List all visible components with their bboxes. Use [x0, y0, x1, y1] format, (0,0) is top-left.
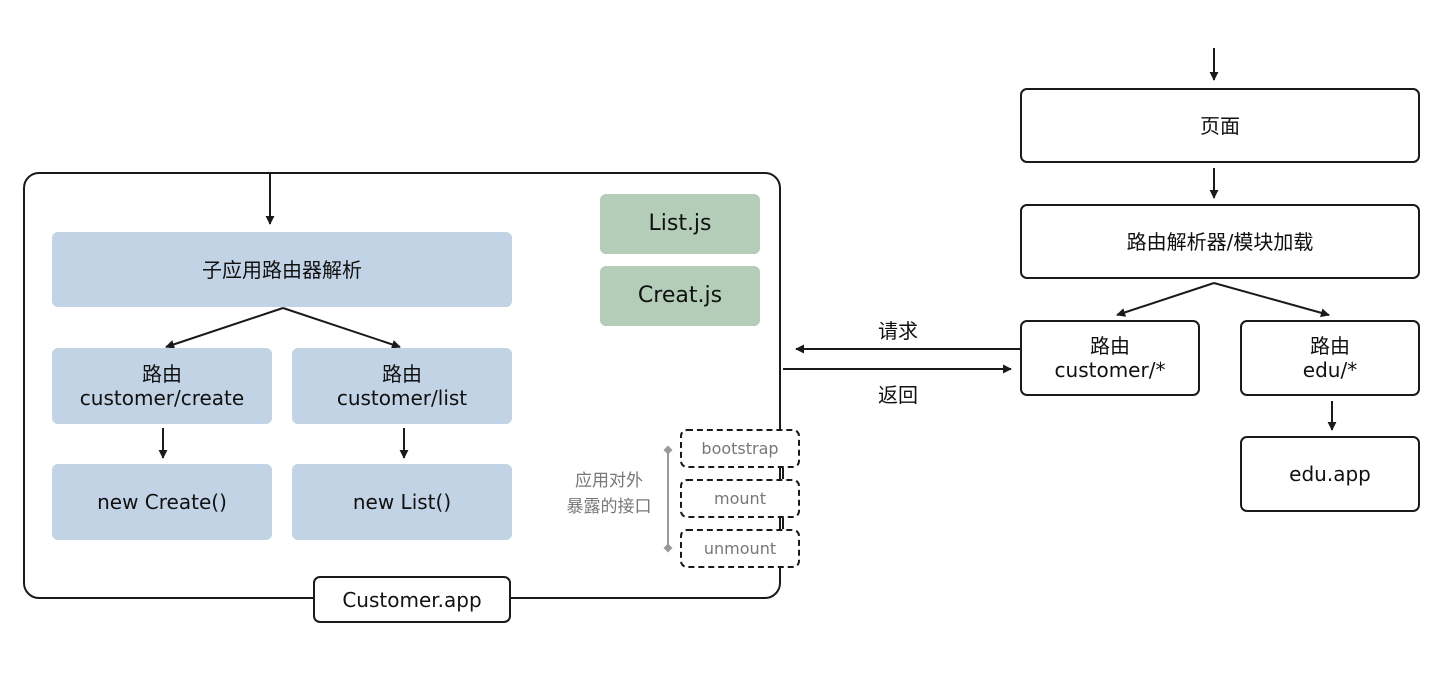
loader-to-edu-arrow — [1213, 282, 1330, 318]
edu-route-path: edu/* — [1302, 358, 1358, 382]
lifecycle-mount: mount — [680, 479, 800, 518]
lifecycle-interface-label-line2: 暴露的接口 — [566, 497, 652, 517]
new-list-label: new List() — [352, 490, 452, 514]
edu-route-title: 路由 — [1310, 334, 1350, 358]
router-to-list-arrow — [282, 307, 401, 349]
edu-route-box: 路由 edu/* — [1240, 320, 1420, 396]
creat-js-module: Creat.js — [600, 266, 760, 326]
route-list-title: 路由 — [382, 362, 422, 386]
lifecycle-unmount: unmount — [680, 529, 800, 568]
new-list-box: new List() — [292, 464, 512, 540]
sub-app-router-label: 子应用路由器解析 — [202, 257, 362, 282]
lifecycle-bootstrap-label: bootstrap — [701, 438, 779, 458]
new-create-box: new Create() — [52, 464, 272, 540]
lifecycle-mount-label: mount — [714, 488, 766, 508]
lifecycle-unmount-label: unmount — [703, 538, 777, 558]
request-label: 请求 — [878, 319, 918, 343]
customer-app-name-tag: Customer.app — [313, 576, 511, 623]
router-to-create-arrow — [165, 307, 284, 349]
loader-label: 路由解析器/模块加载 — [1126, 229, 1314, 254]
customer-route-box: 路由 customer/* — [1020, 320, 1200, 396]
lifecycle-interface-label-line1: 应用对外 — [575, 471, 643, 491]
route-list-path: customer/list — [336, 386, 468, 410]
route-create-path: customer/create — [79, 386, 245, 410]
customer-app-name: Customer.app — [342, 587, 482, 612]
customer-route-path: customer/* — [1054, 358, 1166, 382]
route-create-title: 路由 — [142, 362, 182, 386]
route-create-box: 路由 customer/create — [52, 348, 272, 424]
route-list-box: 路由 customer/list — [292, 348, 512, 424]
lifecycle-interface-label: 应用对外 暴露的接口 — [556, 468, 662, 520]
edu-app-box: edu.app — [1240, 436, 1420, 512]
customer-route-title: 路由 — [1090, 334, 1130, 358]
list-js-module: List.js — [600, 194, 760, 254]
new-create-label: new Create() — [97, 490, 227, 514]
response-label: 返回 — [878, 383, 918, 407]
sub-app-router-box: 子应用路由器解析 — [52, 232, 512, 307]
loader-to-customer-arrow — [1116, 282, 1215, 317]
page-box: 页面 — [1020, 88, 1420, 163]
loader-box: 路由解析器/模块加载 — [1020, 204, 1420, 279]
list-js-label: List.js — [648, 210, 712, 236]
lifecycle-bootstrap: bootstrap — [680, 429, 800, 468]
creat-js-label: Creat.js — [637, 282, 723, 308]
page-label: 页面 — [1200, 113, 1240, 138]
edu-app-label: edu.app — [1289, 462, 1371, 486]
